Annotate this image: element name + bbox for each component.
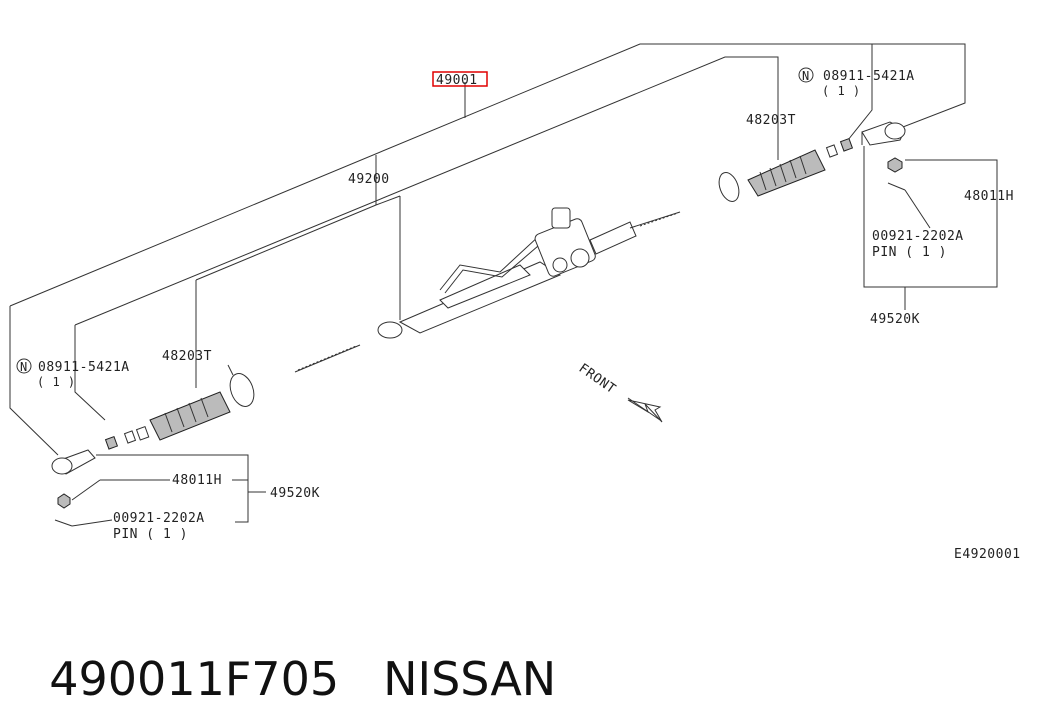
- pin-right-label[interactable]: 00921-2202A: [872, 229, 964, 244]
- steering-rack-diagram: 49001 49200 48203T 48203T N 08911-5421A …: [9, 43, 1021, 562]
- castle-nut-left-label[interactable]: 48011H: [172, 473, 222, 488]
- pin-left-qty: PIN ( 1 ): [113, 527, 188, 542]
- diagram-code-label: E4920001: [954, 547, 1021, 562]
- front-arrow: [627, 397, 663, 423]
- boot-left: [104, 364, 255, 450]
- castle-nut-right-label[interactable]: 48011H: [964, 189, 1014, 204]
- pin-left-label[interactable]: 00921-2202A: [113, 511, 205, 526]
- nut-symbol-left: N: [20, 360, 28, 374]
- tie-end-right-label[interactable]: 49520K: [870, 312, 920, 327]
- boot-right: [718, 137, 854, 202]
- rack-label[interactable]: 49200: [348, 172, 390, 187]
- nut-right-qty: ( 1 ): [822, 84, 861, 98]
- assembly-bracket-lines: [9, 43, 966, 456]
- tie-end-left-bracket: [71, 454, 266, 527]
- nut-symbol-right: N: [802, 69, 810, 83]
- tie-end-left-label[interactable]: 49520K: [270, 486, 320, 501]
- front-label: FRONT: [576, 361, 619, 397]
- tie-rod-end-left: [51, 449, 96, 527]
- pin-right-qty: PIN ( 1 ): [872, 245, 947, 260]
- footer-brand: NISSAN: [383, 652, 557, 706]
- tie-end-right-bracket: [863, 146, 998, 310]
- assembly-highlight-box: [432, 71, 488, 87]
- tie-rod-end-right: [861, 121, 906, 191]
- nut-right-label[interactable]: 08911-5421A: [823, 69, 915, 84]
- nut-left-callout: N 08911-5421A ( 1 ): [16, 358, 130, 389]
- assembly-label[interactable]: 49001: [436, 73, 478, 88]
- boot-left-label[interactable]: 48203T: [162, 349, 212, 364]
- nut-left-label[interactable]: 08911-5421A: [38, 360, 130, 375]
- nut-left-qty: ( 1 ): [37, 375, 76, 389]
- nut-right-callout: N 08911-5421A ( 1 ): [798, 67, 915, 98]
- steering-rack-body: [294, 207, 681, 373]
- footer-part-number: 490011F705: [49, 652, 340, 706]
- part-footer: 490011F705 NISSAN: [20, 598, 1020, 706]
- boot-right-label[interactable]: 48203T: [746, 113, 796, 128]
